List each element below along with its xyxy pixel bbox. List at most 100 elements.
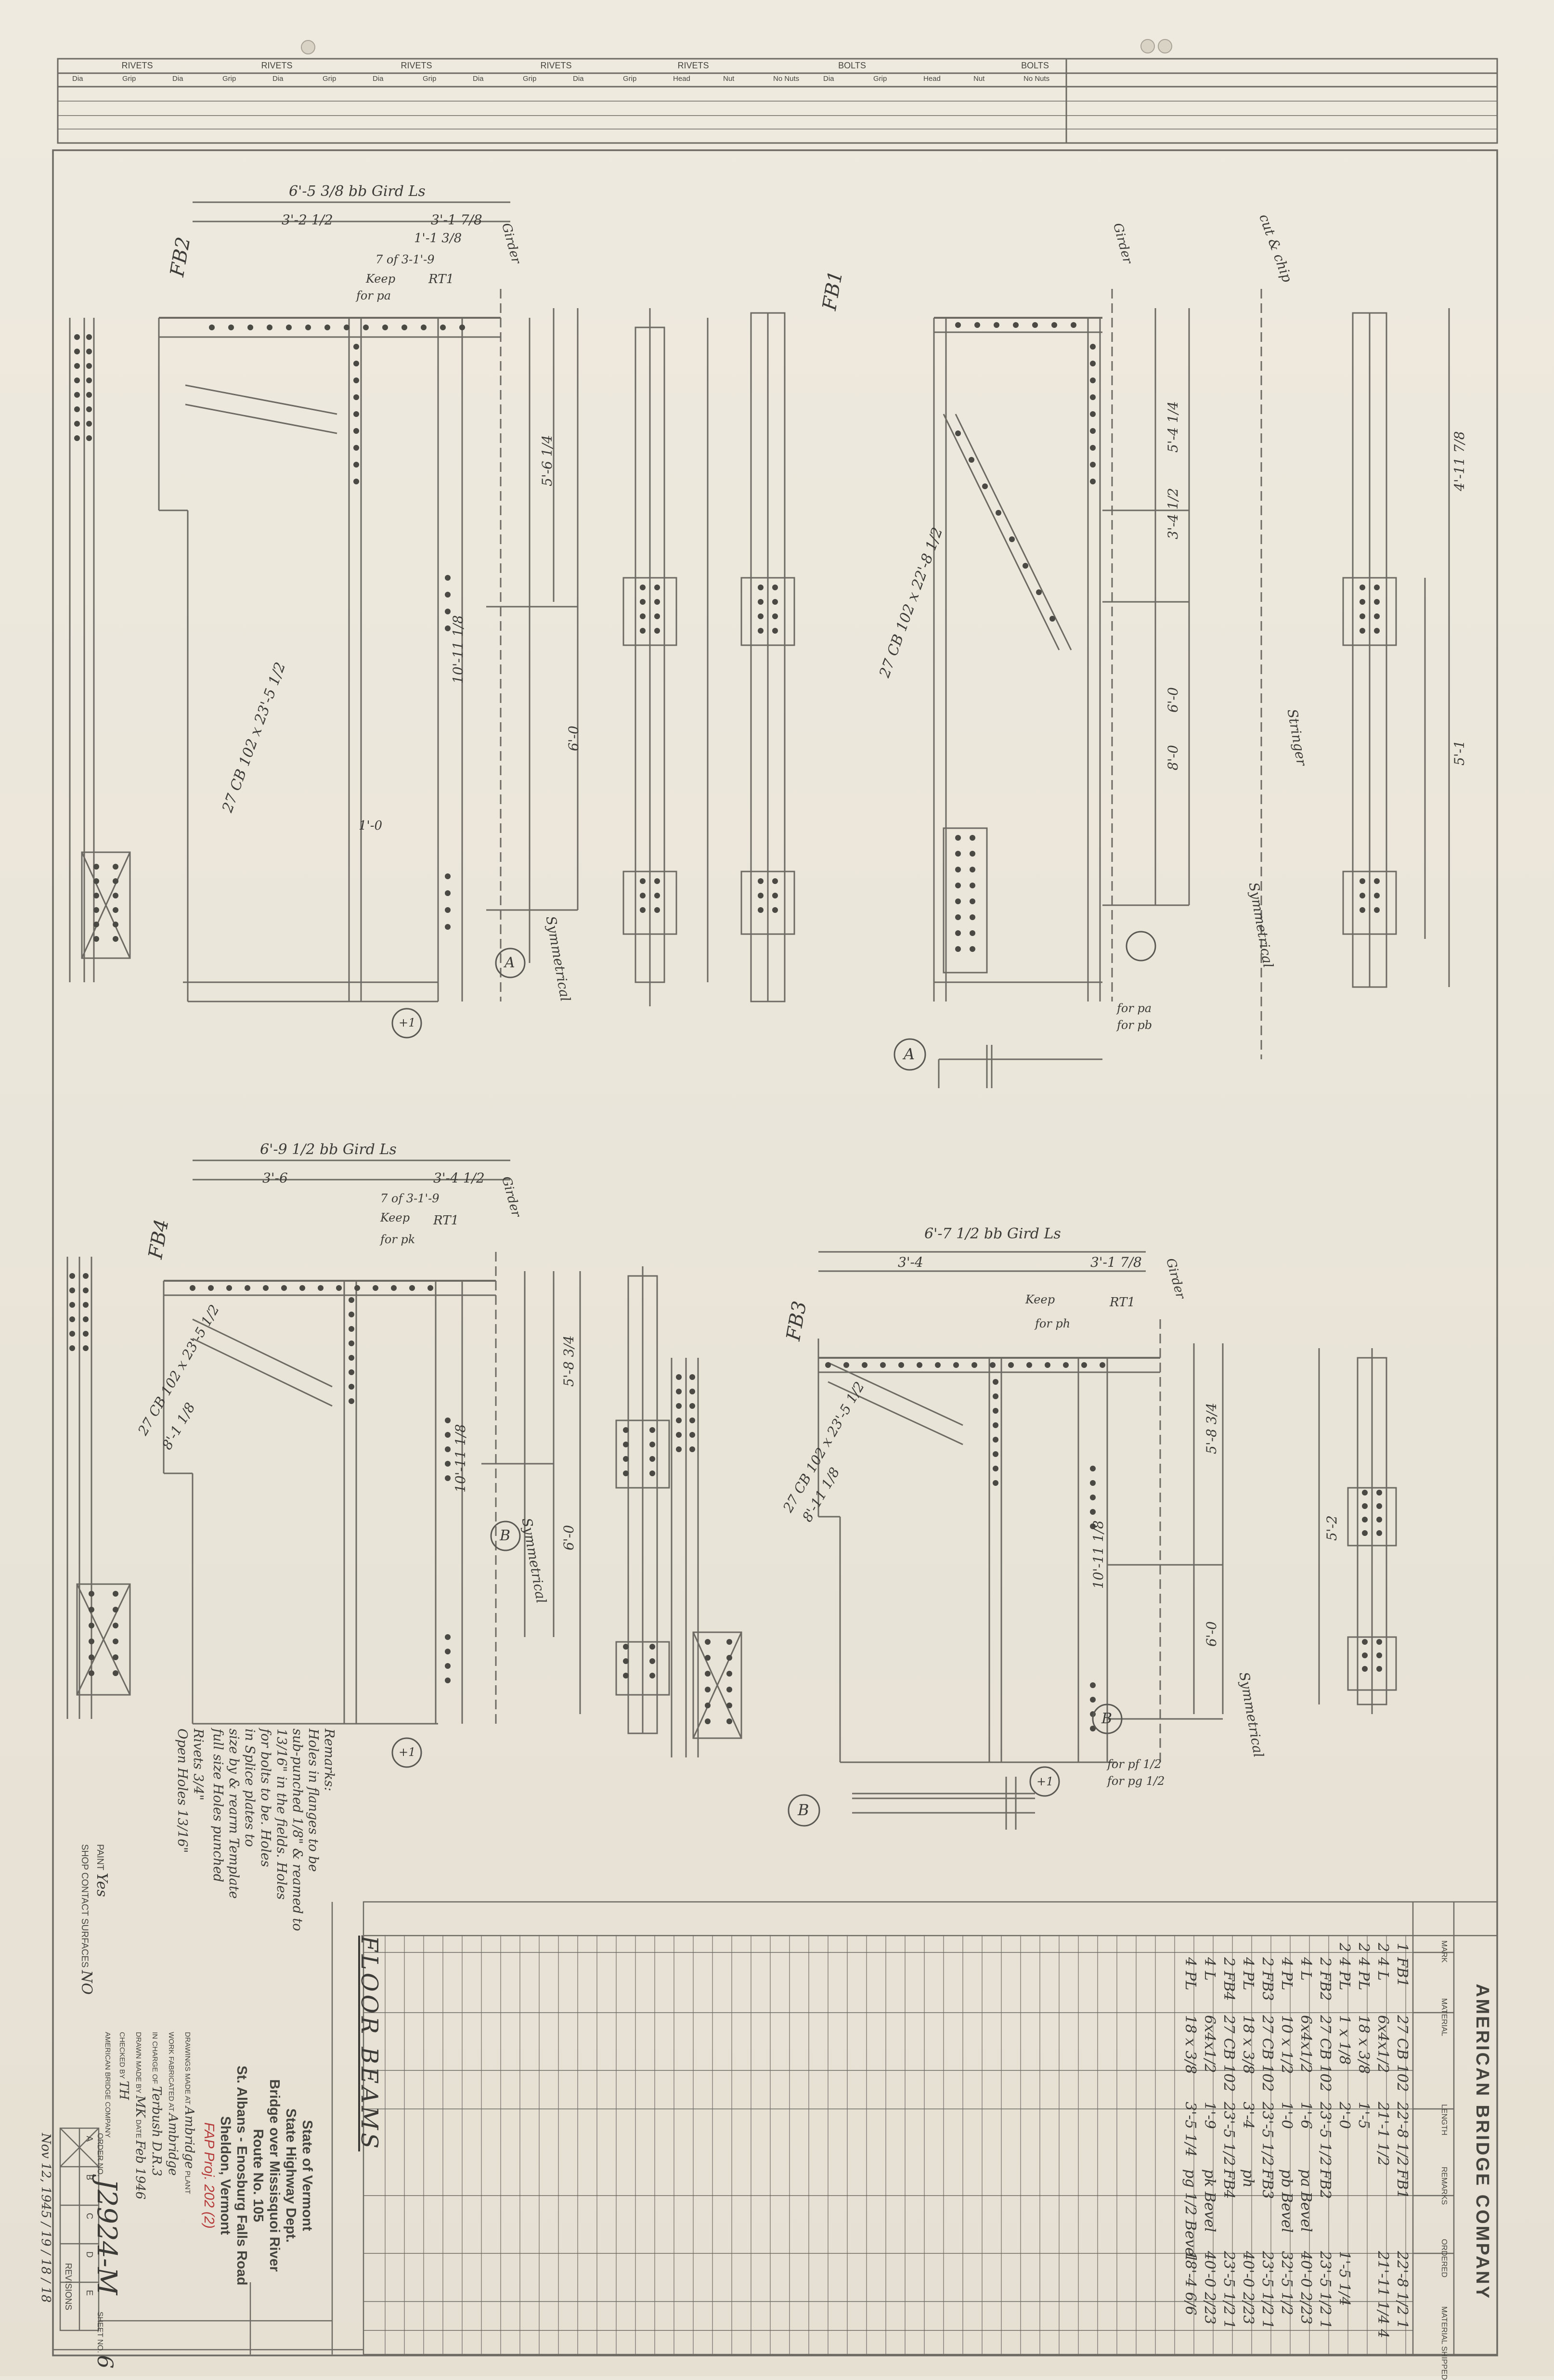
fb1-length-4: 8'-0 [1165, 745, 1181, 770]
bill-cell: 2 [1355, 1943, 1372, 1952]
rivet-column-label: Grip [523, 75, 537, 83]
bill-header-cell: MATERIAL [1440, 1998, 1448, 2036]
plus-marker-fb4 [391, 1737, 422, 1768]
bill-cell: 4 L [1297, 1957, 1314, 1981]
drawing-info-block: DRAWINGS MADE AT Ambridge PLANT WORK FAB… [100, 2032, 196, 2199]
bill-header-cell: MATERIAL SHIPPED [1440, 2306, 1448, 2380]
fb3-length-2: 6'-0 [1204, 1621, 1219, 1647]
fb4-circle-label: B [500, 1527, 511, 1544]
project-route: Route No. 105 [250, 2129, 266, 2222]
bill-cell: 23'-5 1/2 [1259, 2102, 1276, 2166]
drawings-made-at-label: DRAWINGS MADE AT [183, 2032, 192, 2105]
rivet-column-label: Nut [973, 75, 985, 83]
bill-cell: 1'-5 [1355, 2102, 1372, 2129]
bill-cell: 23'-5 1/2 1 [1317, 2251, 1334, 2329]
fb2-overall-dim: 6'-5 3/8 bb Gird Ls [289, 183, 426, 200]
rivet-dots [69, 322, 1382, 1731]
section-b-marker-1 [490, 1521, 521, 1551]
in-charge-label: IN CHARGE OF [151, 2032, 159, 2084]
fb3-rt: RT1 [1110, 1295, 1136, 1310]
fb2-circle-label: A [505, 954, 515, 971]
rivet-group-label: RIVETS [677, 61, 709, 70]
bill-cell: 4 PL [1355, 1957, 1372, 1990]
fb3-length-4: 5'-2 [1324, 1515, 1340, 1541]
fb3-for-pf: for pf 1/2 [1107, 1757, 1162, 1771]
rivet-group-label: RIVETS [121, 61, 153, 70]
fb2-rt: RT1 [428, 272, 454, 286]
rivet-column-label: Dia [172, 75, 183, 83]
fb3-for-ph: for ph [1035, 1317, 1071, 1330]
fb2-side-views [622, 308, 795, 1006]
bill-cell: 27 CB 102 [1394, 2015, 1411, 2092]
order-label: ORDER NO. [96, 2133, 104, 2177]
fb4-length-1: 5'-8 3/4 [561, 1335, 577, 1387]
bill-cell: 3'-5 1/4 [1182, 2102, 1199, 2157]
section-a-callout [894, 1038, 926, 1071]
plus-marker-fb3 [1029, 1766, 1060, 1797]
bill-header-cell: REMARKS [1440, 2167, 1448, 2205]
section-b-marker-2 [1092, 1704, 1123, 1734]
fb4-side-view [579, 1266, 670, 1734]
order-block: ORDER NO. J2924-M SHEET NO. 6 [91, 2133, 122, 2368]
drawings-plant: Ambridge [182, 2106, 196, 2169]
fb3-plus-label: +1 [1036, 1775, 1054, 1788]
bill-table [363, 1901, 1498, 2355]
fb3-elevation [671, 1251, 1224, 1830]
bill-cell: FB2 [1317, 2169, 1334, 2199]
rivet-column-label: Head [923, 75, 941, 83]
bill-cell: 10 x 1/2 [1278, 2015, 1295, 2074]
remarks-line: in Splice plates to [242, 1729, 257, 1847]
in-charge-value: Terbush D.R.3 [149, 2086, 164, 2176]
bill-cell: 40'-0 2/23 [1201, 2251, 1218, 2325]
bill-cell: 18'-4 6/6 [1182, 2251, 1199, 2315]
fb4-rt: RT1 [433, 1213, 459, 1228]
remarks-line: 13/16" in the fields. Holes [274, 1729, 289, 1900]
project-town: Sheldon, Vermont [218, 2116, 233, 2235]
shop-contact-label: SHOP CONTACT SURFACES [79, 1844, 90, 1968]
fb4-dim-2: 3'-4 1/2 [433, 1170, 485, 1186]
date-label: DATE [134, 2119, 142, 2138]
bill-cell: 21'-1 1/2 [1374, 2102, 1391, 2166]
fb2-length-3: 10'-11 1/8 [450, 615, 466, 684]
project-state: State of Vermont [299, 2120, 315, 2231]
fb3-dim-2: 3'-1 7/8 [1090, 1254, 1142, 1270]
fb1-length-2: 3'-4 1/2 [1165, 488, 1181, 539]
bill-cell: 40'-0 2/23 [1297, 2251, 1314, 2325]
fb1-circle-label: A [904, 1045, 915, 1063]
revision-letter: A [85, 2136, 94, 2142]
bill-cell: ph [1240, 2169, 1256, 2188]
sheet-title: FLOOR BEAMS [356, 1936, 383, 2152]
bill-cell: 3'-4 [1240, 2102, 1256, 2129]
rivet-column-label: Grip [873, 75, 887, 83]
bill-cell: 4 PL [1240, 1957, 1256, 1990]
bill-cell: 18 x 3/8 [1182, 2015, 1199, 2074]
fb4-overall-dim: 6'-9 1/2 bb Gird Ls [260, 1141, 397, 1158]
fb3-circle-callout-label: B [798, 1801, 809, 1819]
rivet-column-label: Grip [222, 75, 236, 83]
fb4-dim-1: 3'-6 [262, 1170, 288, 1186]
bill-header-cell: ORDERED [1440, 2239, 1448, 2278]
bill-cell: FB1 [1394, 2169, 1411, 2199]
bill-cell: 2'-0 [1336, 2102, 1353, 2129]
date-value: Feb 1946 [133, 2140, 147, 2200]
checked-label: CHECKED BY [118, 2032, 126, 2079]
sheet-value: 6 [92, 2355, 117, 2369]
work-plant: Ambridge [166, 2113, 180, 2176]
remarks-title: Remarks: [322, 1729, 337, 1792]
checked-value: TH [117, 2081, 131, 2100]
paint-value: Yes [93, 1873, 110, 1897]
bill-cell: 2 FB4 [1220, 1957, 1237, 2001]
bill-cell: 1 x 1/8 [1336, 2015, 1353, 2065]
fb4-for-pk: for pk [380, 1233, 415, 1246]
rivet-group-label: BOLTS [1021, 61, 1049, 70]
bill-cell: 2 FB3 [1259, 1957, 1276, 2001]
